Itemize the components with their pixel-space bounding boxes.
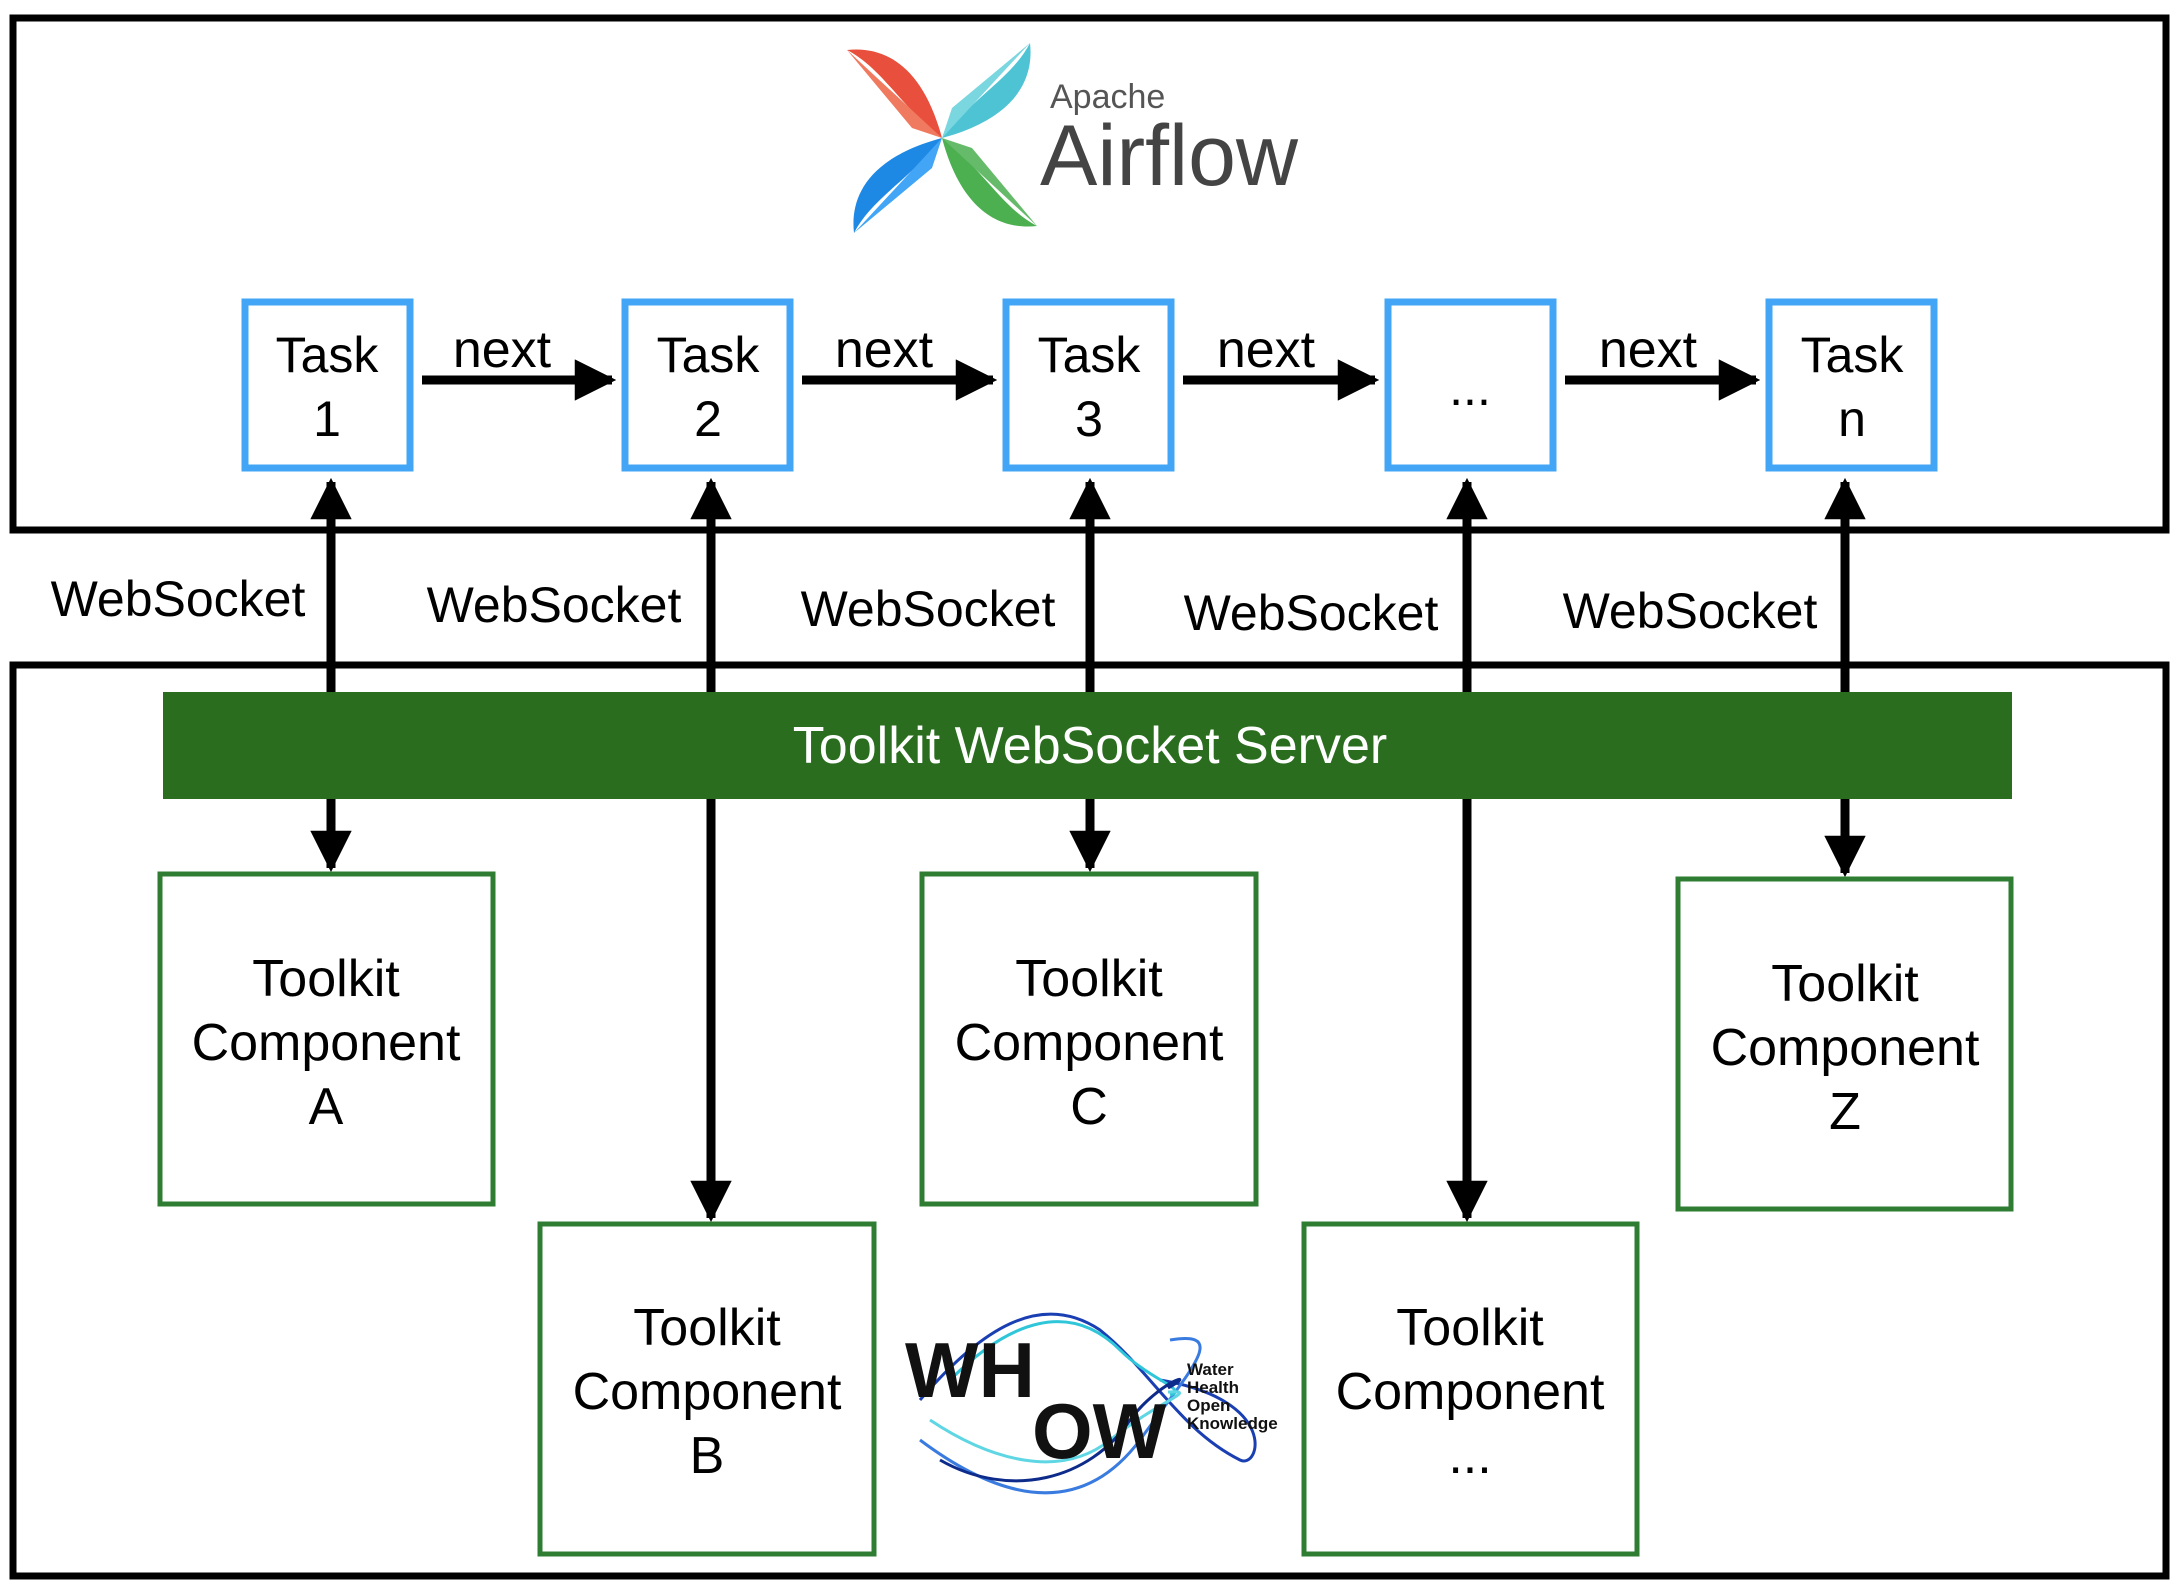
component-b-line1: Toolkit <box>633 1299 781 1357</box>
whow-logo-top: WH <box>905 1326 1035 1414</box>
component-z-line2: Component <box>1711 1019 1980 1077</box>
task-1-line2: 1 <box>313 391 341 447</box>
whow-logo-word-4: Knowledge <box>1187 1414 1278 1433</box>
task-box-2: Task 2 <box>621 298 794 472</box>
task-box-1: Task 1 <box>241 298 414 472</box>
component-ellipsis-line2: Component <box>1336 1363 1605 1421</box>
pinwheel-icon <box>847 43 1037 233</box>
task-box-n: Task n <box>1765 298 1938 472</box>
task-box-3: Task 3 <box>1002 298 1175 472</box>
task-4-line1: ... <box>1449 360 1491 416</box>
toolkit-component-ellipsis: Toolkit Component ... <box>1301 1221 1640 1557</box>
next-label-4: next <box>1599 321 1698 379</box>
component-b-line3: B <box>690 1427 725 1485</box>
component-z-line3: Z <box>1829 1083 1861 1141</box>
component-c-line1: Toolkit <box>1015 950 1163 1008</box>
next-label-2: next <box>835 321 934 379</box>
toolkit-component-z: Toolkit Component Z <box>1675 876 2014 1212</box>
airflow-logo: Apache Airflow <box>847 43 1299 233</box>
server-label: Toolkit WebSocket Server <box>793 717 1387 775</box>
websocket-label-5: WebSocket <box>1563 583 1818 639</box>
task-2-line1: Task <box>657 327 761 383</box>
component-a-line3: A <box>309 1078 344 1136</box>
component-a-line1: Toolkit <box>252 950 400 1008</box>
component-c-line3: C <box>1070 1078 1108 1136</box>
whow-wave-icon <box>918 1312 1257 1495</box>
airflow-logo-airflow: Airflow <box>1040 108 1299 204</box>
task-3-line2: 3 <box>1075 391 1103 447</box>
component-a-line2: Component <box>192 1014 461 1072</box>
toolkit-component-a: Toolkit Component A <box>157 871 496 1207</box>
task-3-line1: Task <box>1038 327 1142 383</box>
toolkit-component-c: Toolkit Component C <box>919 871 1259 1207</box>
websocket-label-1: WebSocket <box>51 571 306 627</box>
next-label-1: next <box>453 321 552 379</box>
component-ellipsis-line1: Toolkit <box>1396 1299 1544 1357</box>
whow-logo-word-2: Health <box>1187 1378 1239 1397</box>
websocket-label-4: WebSocket <box>1184 585 1439 641</box>
toolkit-component-b: Toolkit Component B <box>537 1221 877 1557</box>
component-c-line2: Component <box>955 1014 1224 1072</box>
whow-logo: WH OW Water Health Open Knowledge <box>905 1312 1278 1495</box>
toolkit-websocket-server: Toolkit WebSocket Server <box>163 692 2012 799</box>
websocket-label-2: WebSocket <box>427 577 682 633</box>
whow-logo-word-3: Open <box>1187 1396 1230 1415</box>
component-b-line2: Component <box>573 1363 842 1421</box>
task-n-line1: Task <box>1801 327 1905 383</box>
component-ellipsis-line3: ... <box>1448 1427 1491 1485</box>
next-label-3: next <box>1217 321 1316 379</box>
websocket-label-3: WebSocket <box>801 581 1056 637</box>
component-z-line1: Toolkit <box>1771 955 1919 1013</box>
whow-logo-bottom: OW <box>1032 1387 1167 1475</box>
task-box-ellipsis: ... <box>1384 298 1557 472</box>
airflow-logo-apache: Apache <box>1050 78 1165 116</box>
task-n-line2: n <box>1838 391 1866 447</box>
whow-logo-word-1: Water <box>1187 1360 1234 1379</box>
task-2-line2: 2 <box>694 391 722 447</box>
task-1-line1: Task <box>276 327 380 383</box>
